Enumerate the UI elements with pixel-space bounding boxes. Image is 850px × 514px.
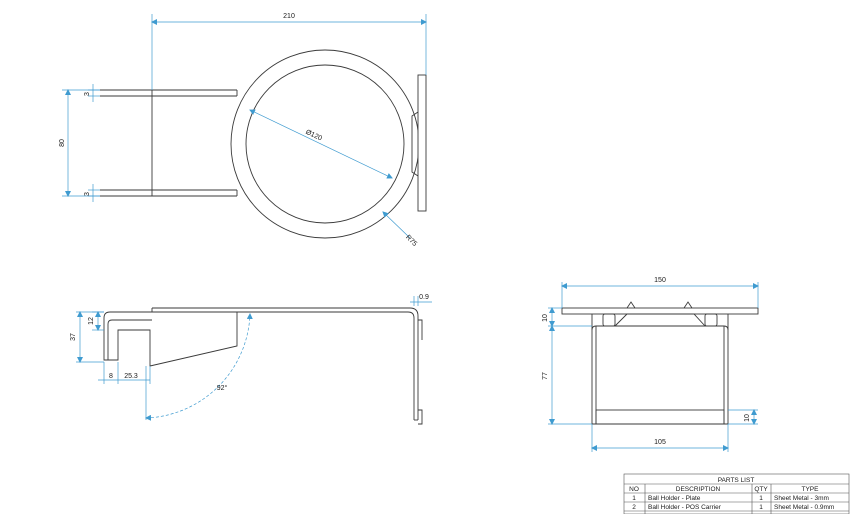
row-2-no: 2 (632, 504, 636, 511)
col-header-qty: QTY (754, 486, 768, 493)
dim-side-tab: 12 (88, 317, 95, 325)
side-plate (417, 74, 427, 212)
top-view: 210 80 3 3 Ø120 R75 (59, 13, 427, 248)
dim-front-top: 10 (542, 314, 549, 322)
front-top-plate (561, 307, 759, 315)
col-header-type: TYPE (802, 486, 820, 493)
parts-list-title: PARTS LIST (718, 477, 755, 484)
front-view: 150 10 77 10 105 (542, 277, 759, 452)
dim-front-base: 105 (654, 439, 666, 446)
lower-arm (100, 189, 238, 197)
side-view: 37 12 0.9 8 25.3 92° (70, 294, 432, 425)
col-header-description: DESCRIPTION (676, 486, 721, 493)
row-1-type: Sheet Metal - 3mm (774, 495, 829, 502)
row-2-description: Ball Holder - POS Carrier (648, 504, 722, 511)
front-body (591, 314, 729, 425)
col-header-no: NO (629, 486, 639, 493)
dim-side-angle: 92° (217, 384, 228, 392)
dim-side-thickness: 0.9 (419, 294, 429, 301)
upper-arm (100, 89, 238, 97)
row-1-qty: 1 (759, 495, 763, 502)
dim-top-height: 80 (59, 139, 66, 147)
row-2-type: Sheet Metal - 0.9mm (774, 504, 834, 511)
outer-ring (230, 49, 420, 239)
dim-slot-upper: 3 (84, 92, 91, 96)
dim-side-height: 37 (70, 333, 77, 341)
row-2-qty: 1 (759, 504, 763, 511)
row-1-description: Ball Holder - Plate (648, 495, 701, 502)
dim-front-height: 77 (542, 372, 549, 380)
dim-radius: R75 (404, 234, 418, 248)
dim-side-gap: 8 (109, 373, 113, 380)
dim-top-width: 210 (283, 13, 295, 20)
front-base (595, 409, 725, 425)
dim-side-depth: 25.3 (124, 373, 138, 380)
side-top-plate (152, 307, 419, 420)
parts-list-table: PARTS LIST NO DESCRIPTION QTY TYPE 1 Bal… (623, 473, 850, 514)
inner-ring (245, 64, 405, 224)
row-1-no: 1 (632, 495, 636, 502)
dim-slot-lower: 3 (84, 192, 91, 196)
plate-tab (411, 111, 419, 177)
dim-front-width: 150 (654, 277, 666, 284)
dim-front-bottom: 10 (744, 414, 751, 422)
